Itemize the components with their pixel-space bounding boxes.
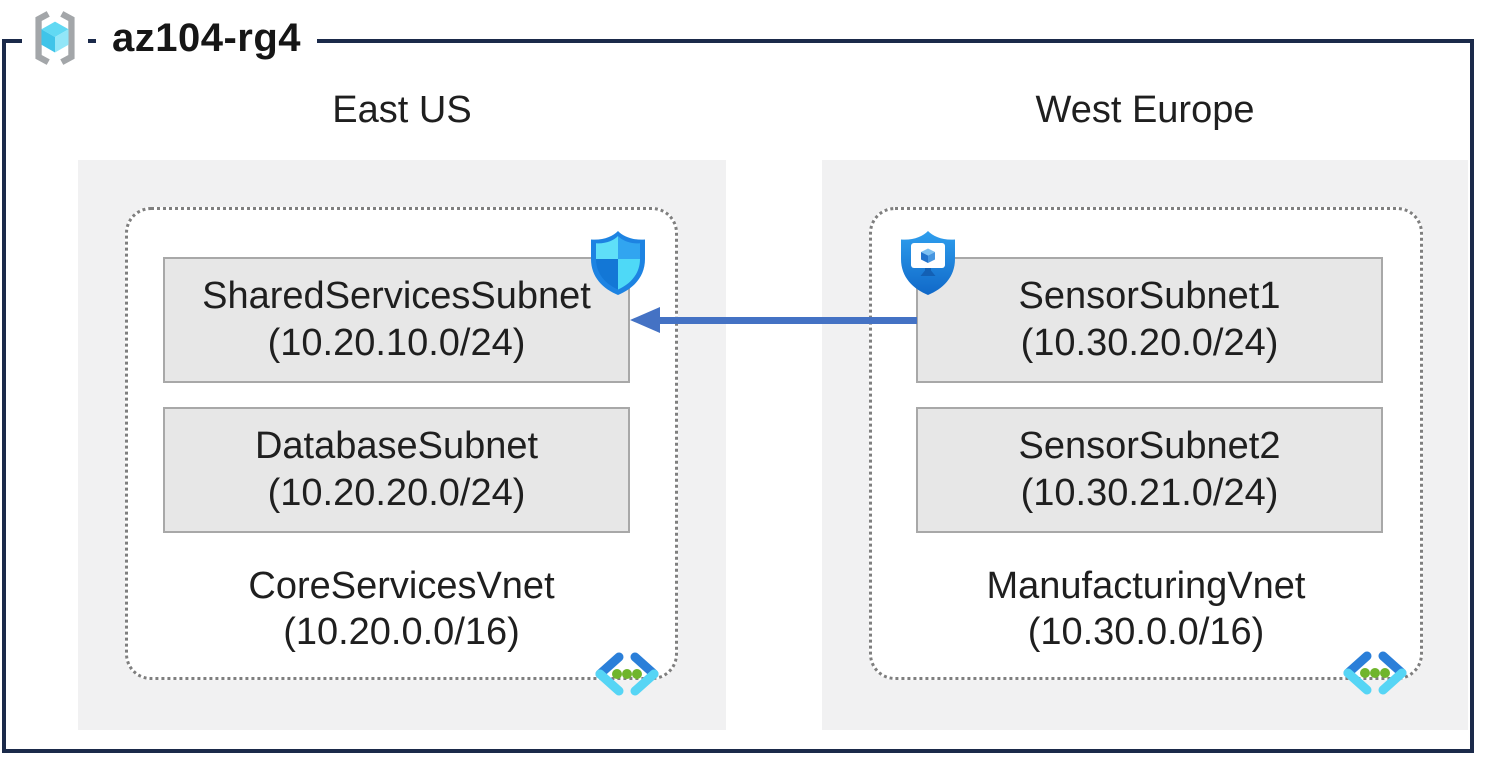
subnet-box-sharedservicessubnet: SharedServicesSubnet (10.20.10.0/24) — [163, 257, 630, 383]
region-label-west-europe: West Europe — [1035, 89, 1255, 131]
subnet-name: DatabaseSubnet — [254, 424, 539, 467]
bastion-shield-icon — [896, 229, 960, 297]
resource-group-icon-svg — [35, 11, 75, 65]
vnet-label-manufacturingvnet: ManufacturingVnet (10.30.0.0/16) — [869, 563, 1423, 656]
resource-group-icon — [22, 8, 88, 68]
resource-group-title: az104-rg4 — [96, 9, 318, 67]
vnet-cidr: (10.30.0.0/16) — [1027, 611, 1265, 654]
subnet-name: SensorSubnet1 — [1018, 274, 1281, 317]
virtual-network-icon — [1341, 649, 1409, 697]
subnet-cidr: (10.20.20.0/24) — [267, 472, 526, 514]
peering-arrow-head — [630, 307, 660, 333]
virtual-network-icon — [593, 650, 661, 698]
vnet-name: CoreServicesVnet — [248, 565, 555, 607]
subnet-box-sensorsubnet1: SensorSubnet1 (10.30.20.0/24) — [916, 257, 1383, 383]
resource-group-header: az104-rg4 — [22, 8, 318, 68]
vnet-label-coreservicesvnet: CoreServicesVnet (10.20.0.0/16) — [125, 563, 678, 656]
subnet-name: SharedServicesSubnet — [202, 274, 591, 317]
peering-arrow-shaft — [656, 317, 917, 324]
subnet-name: SensorSubnet2 — [1018, 424, 1281, 467]
subnet-box-databasesubnet: DatabaseSubnet (10.20.20.0/24) — [163, 407, 630, 533]
subnet-box-sensorsubnet2: SensorSubnet2 (10.30.21.0/24) — [916, 407, 1383, 533]
nsg-shield-icon — [586, 229, 650, 297]
vnet-name: ManufacturingVnet — [986, 565, 1306, 607]
subnet-cidr: (10.30.20.0/24) — [1020, 322, 1279, 364]
subnet-cidr: (10.30.21.0/24) — [1020, 472, 1279, 514]
resource-group-frame — [2, 39, 1474, 753]
region-label-east-us: East US — [332, 89, 472, 131]
subnet-cidr: (10.20.10.0/24) — [267, 322, 526, 364]
vnet-cidr: (10.20.0.0/16) — [283, 611, 520, 654]
peering-arrow — [630, 307, 917, 333]
